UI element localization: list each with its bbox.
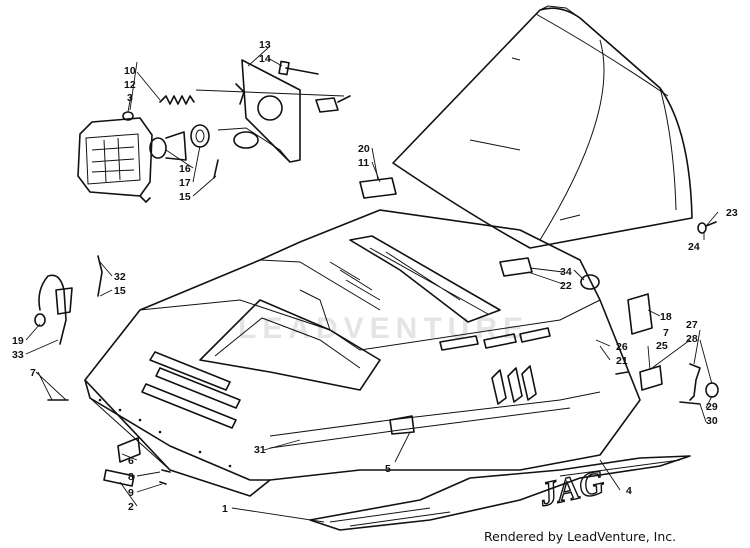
callout-31: 31 (254, 444, 266, 456)
hood-decal (499, 257, 533, 277)
callout-1: 1 (222, 503, 228, 515)
callout-30: 30 (706, 415, 718, 427)
side-decal (627, 293, 653, 335)
headlight-assembly (77, 117, 153, 203)
callout-16: 16 (179, 163, 191, 175)
windshield (392, 5, 693, 249)
callout-22: 22 (560, 280, 572, 292)
watermark-text: LEADVENTURE (238, 312, 529, 345)
callout-15b: 15 (114, 285, 126, 297)
callout-29: 29 (706, 401, 718, 413)
callouts: 10 12 3 13 14 16 17 15 20 11 23 24 34 22… (12, 39, 738, 515)
callout-12: 12 (124, 79, 136, 91)
bracket-small (117, 437, 141, 463)
headlight-ring (190, 124, 210, 148)
callout-8: 8 (128, 471, 134, 483)
callout-15a: 15 (179, 191, 191, 203)
jag-decal: JAG (309, 455, 691, 531)
callout-23: 23 (726, 207, 738, 219)
callout-34: 34 (560, 266, 572, 278)
spring (159, 95, 195, 105)
plug (580, 274, 600, 290)
callout-20: 20 (358, 143, 370, 155)
wire-harness (34, 255, 103, 345)
hood (84, 209, 641, 497)
washers (159, 469, 171, 485)
callout-11: 11 (358, 157, 369, 169)
callout-3: 3 (127, 92, 133, 104)
windshield-decal (359, 177, 397, 199)
headlight-switch (315, 95, 351, 113)
callout-24: 24 (688, 241, 700, 253)
headlight-bracket (217, 59, 301, 163)
callout-27: 27 (686, 319, 698, 331)
callout-6: 6 (128, 455, 134, 467)
credit-text: Rendered by LeadVenture, Inc. (484, 529, 676, 544)
adjuster-rod (195, 89, 345, 97)
callout-21: 21 (616, 355, 628, 367)
callout-28: 28 (686, 333, 698, 345)
callout-13: 13 (259, 39, 271, 51)
callout-10: 10 (124, 65, 136, 77)
adjuster-bolt (278, 60, 319, 76)
callout-4: 4 (626, 485, 632, 497)
callout-7a: 7 (30, 367, 36, 379)
callout-9: 9 (128, 487, 134, 499)
callout-32: 32 (114, 271, 126, 283)
callout-26: 26 (616, 341, 628, 353)
callout-33: 33 (12, 349, 24, 361)
callout-25: 25 (656, 340, 668, 352)
leader-lines (25, 47, 719, 523)
name-plate (103, 469, 135, 487)
latch-assembly (639, 363, 719, 405)
callout-18: 18 (660, 311, 672, 323)
callout-2: 2 (128, 501, 134, 513)
callout-14: 14 (259, 53, 271, 65)
callout-7b: 7 (663, 327, 669, 339)
callout-19: 19 (12, 335, 24, 347)
callout-5: 5 (385, 463, 391, 475)
fastener-right (697, 221, 717, 234)
headlight-bulb-socket (149, 131, 187, 161)
screw-right (615, 371, 629, 375)
callout-17: 17 (179, 177, 191, 189)
clip (213, 159, 219, 179)
